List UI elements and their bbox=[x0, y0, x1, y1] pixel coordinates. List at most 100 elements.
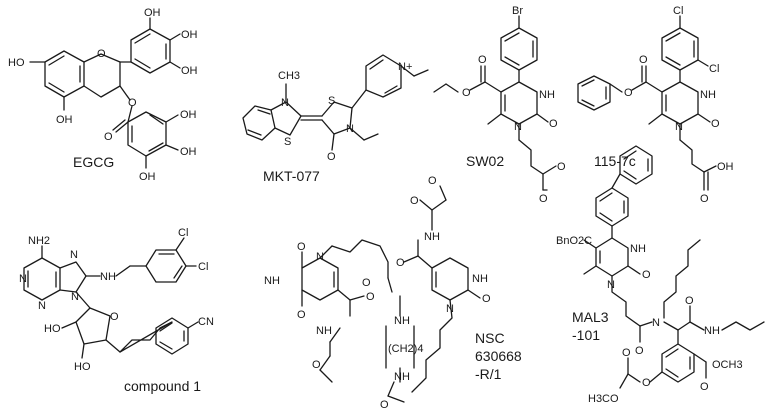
nsc-o-label-8: O bbox=[410, 195, 419, 207]
mal-methyl bbox=[583, 265, 597, 275]
c1-imidazole bbox=[59, 261, 87, 293]
sw02-o-label-1: O bbox=[478, 54, 487, 66]
nsc-o-label-4: O bbox=[312, 359, 321, 371]
mal-pyrimidine bbox=[595, 237, 629, 277]
nsc-nh-label-4: NH bbox=[472, 273, 488, 285]
sw02-o-label-4: O bbox=[557, 161, 566, 173]
compound-label-egcg: EGCG bbox=[73, 154, 114, 170]
sw02-structure: Br O O NH O N O O SW02 bbox=[433, 5, 566, 205]
egcg-b-double-3 bbox=[134, 58, 151, 69]
sw02-urea-o bbox=[536, 113, 549, 123]
nsc630668-structure: O NH O N O NH O O NH (CH2)4 NH O O O NH … bbox=[264, 175, 522, 411]
mkt-pyridinium bbox=[365, 54, 402, 98]
nsc-ru-ethoxy-1 bbox=[431, 199, 447, 211]
mal-h3co-label: H3CO bbox=[588, 393, 619, 405]
c1-benzonitrile bbox=[155, 317, 189, 355]
mal-butyl bbox=[721, 321, 765, 331]
mal-amide-n bbox=[639, 321, 653, 327]
115-cl-label-2: Cl bbox=[709, 63, 719, 75]
nsc-o-label-7: O bbox=[428, 175, 437, 187]
115-o-label-1: O bbox=[639, 54, 648, 66]
mal-o-label-6: O bbox=[622, 347, 631, 359]
nsc-right-chain bbox=[411, 299, 453, 393]
mal3-101-structure: BnO2C NH O N O N O NH OCH3 O O O H3CO MA… bbox=[556, 145, 765, 405]
115-nh-label: NH bbox=[700, 89, 716, 101]
mkt-n-label-1: N bbox=[281, 97, 289, 109]
compound-label-compound1: compound 1 bbox=[124, 378, 201, 394]
c1-cl-label-1: Cl bbox=[178, 227, 188, 239]
sw02-o-label-3: O bbox=[549, 118, 558, 130]
compound-label-nsc-line-3: -R/1 bbox=[475, 366, 502, 382]
c1-bn-double-3 bbox=[159, 341, 173, 350]
egcg-b-double-1 bbox=[134, 33, 151, 44]
sw02-ethyl-2 bbox=[433, 83, 447, 93]
mkt-ch3-label: CH3 bbox=[278, 70, 300, 82]
115-cl-label-1: Cl bbox=[673, 5, 683, 17]
c1-n-label-3: N bbox=[38, 300, 46, 312]
egcg-ester-c bbox=[127, 105, 133, 123]
compound-label-115-7c: 115-7c bbox=[594, 153, 636, 169]
115-acid-oh bbox=[703, 165, 717, 173]
nsc-lu-amide-o bbox=[349, 295, 365, 301]
nsc-n-label-1: N bbox=[316, 251, 324, 263]
mkt-s-label-2: S bbox=[328, 95, 335, 107]
mal-alpha-c bbox=[663, 321, 679, 331]
nsc-hn-label: NH bbox=[264, 275, 280, 287]
sw02-nh-label: NH bbox=[539, 89, 555, 101]
115-aryl-double-1 bbox=[665, 32, 681, 42]
sw02-o-label-2: O bbox=[462, 87, 471, 99]
115-bn-double-3 bbox=[581, 99, 595, 107]
mal-n-label-2: N bbox=[652, 317, 660, 329]
nsc-right-uracil bbox=[431, 257, 469, 301]
c1-furanose bbox=[75, 307, 111, 345]
c1-pyrimidine bbox=[23, 257, 61, 301]
c1-n-label-1: N bbox=[70, 249, 78, 261]
nsc-lu-ethoxy-1 bbox=[319, 355, 331, 371]
sw02-n-label: N bbox=[514, 121, 522, 133]
nsc-ch2n-label: (CH2)4 bbox=[388, 343, 423, 355]
egcg-b-oh-low bbox=[169, 61, 181, 69]
sw02-aryl-double-3 bbox=[504, 56, 520, 66]
mal-ester-2 bbox=[693, 353, 707, 363]
115-ester-c bbox=[645, 81, 663, 93]
egcg-oh-label-2: OH bbox=[181, 29, 198, 41]
mkt-methine bbox=[351, 89, 367, 109]
mkt-n-label-2: N bbox=[346, 123, 354, 135]
egcg-o-ring-label: O bbox=[97, 48, 106, 60]
c1-cn-bond bbox=[187, 321, 199, 329]
c1-benzyl-link bbox=[119, 321, 173, 353]
mal-biaryl bbox=[611, 173, 621, 189]
compound-label-nsc-line-1: NSC bbox=[475, 330, 505, 346]
c1-cl-label-2: Cl bbox=[198, 261, 208, 273]
mkt-n-ethyl-2 bbox=[363, 133, 379, 141]
c1-dichlorophenyl bbox=[145, 249, 187, 283]
egcg-g-oh-1 bbox=[165, 114, 179, 123]
mal-o-label-2: O bbox=[635, 345, 644, 357]
nsc-nh-label-1: NH bbox=[394, 315, 410, 327]
115-benzyl-ring bbox=[577, 75, 611, 111]
nsc-nh-label-3: NH bbox=[424, 231, 440, 243]
115-methyl bbox=[648, 113, 663, 125]
nsc-ru-amide-c bbox=[417, 255, 433, 269]
mal-amide-nh bbox=[689, 321, 705, 331]
c1-ho-label-2: HO bbox=[74, 361, 91, 373]
115-benzyl-ch2 bbox=[609, 83, 623, 93]
mkt-thiazolidine bbox=[321, 101, 353, 135]
sw02-methyl bbox=[487, 113, 502, 125]
sw02-pyrimidine bbox=[500, 81, 538, 125]
mal-ether bbox=[649, 371, 663, 383]
mal-n-chain bbox=[611, 275, 641, 327]
mkt-n-ethyl-1 bbox=[349, 127, 365, 141]
sw02-ester-end bbox=[542, 165, 557, 175]
mkt-carbonyl bbox=[331, 133, 335, 151]
egcg-a-double-3 bbox=[48, 82, 65, 93]
mal-amide-c2 bbox=[677, 321, 691, 331]
mal-ether-4 bbox=[619, 373, 629, 389]
nsc-center-4 bbox=[387, 395, 405, 403]
mal-ether-2 bbox=[627, 373, 641, 383]
mal-ba-double-1 bbox=[665, 348, 679, 358]
115-o-label-4: O bbox=[700, 193, 709, 205]
nsc-o-label-2: O bbox=[297, 309, 306, 321]
nsc-hn-label-2: NH bbox=[316, 325, 332, 337]
